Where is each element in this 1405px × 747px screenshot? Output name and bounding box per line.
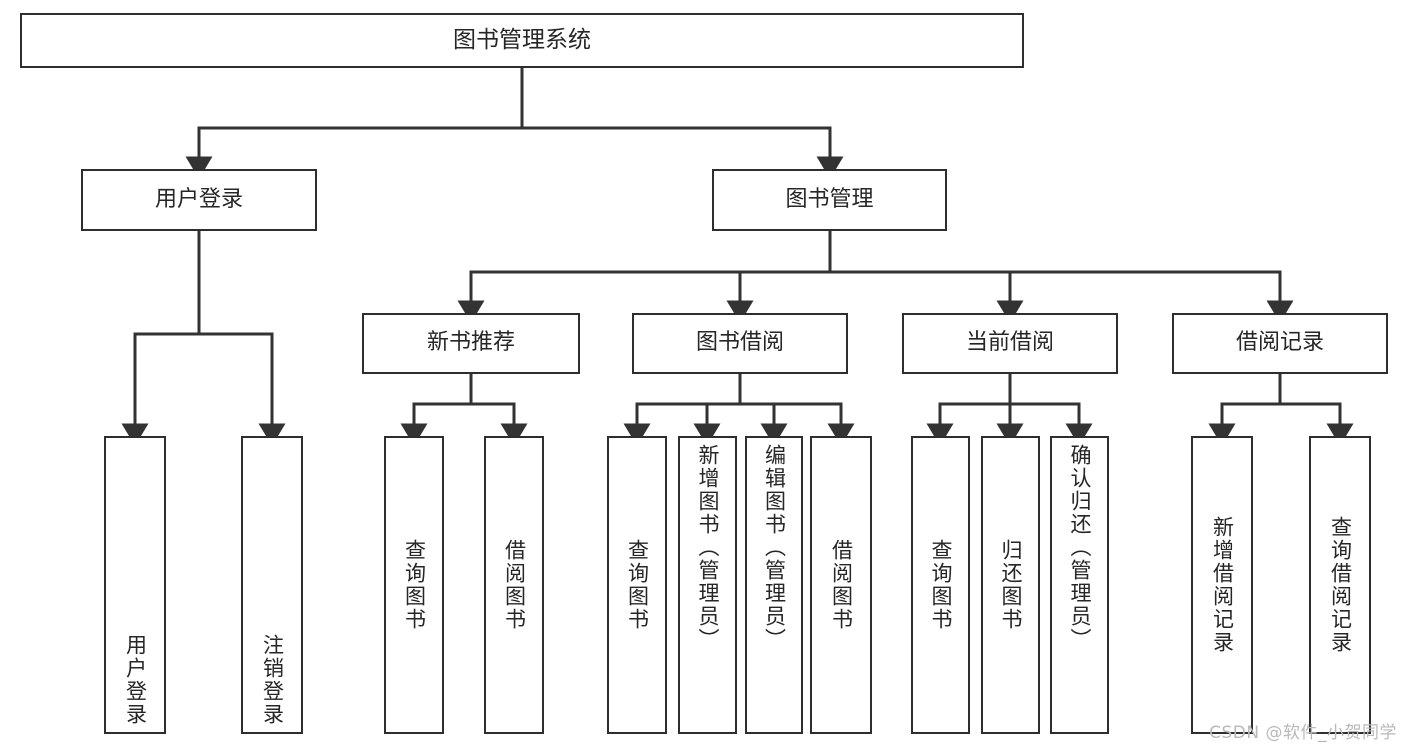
node-leaf-edit-book[interactable]: 编辑图书（管理员） [745,436,803,734]
node-book-borrow[interactable]: 图书借阅 [632,313,848,374]
node-leaf-add-book[interactable]: 新增图书（管理员） [678,436,737,734]
node-book-management[interactable]: 图书管理 [712,169,947,231]
node-leaf-borrow-book-borrow-label: 借阅图书 [829,539,854,631]
node-root-label: 图书管理系统 [453,26,591,53]
node-leaf-add-book-label: 新增图书（管理员） [696,444,720,651]
node-new-book-recommend[interactable]: 新书推荐 [362,313,580,374]
node-leaf-user-logout[interactable]: 注销登录 [241,436,303,734]
node-new-book-recommend-label: 新书推荐 [426,330,515,356]
node-book-borrow-label: 图书借阅 [695,330,784,356]
node-leaf-query-book-new-label: 查询图书 [402,539,427,631]
node-book-management-label: 图书管理 [785,186,874,212]
node-leaf-return-book[interactable]: 归还图书 [981,436,1040,734]
node-leaf-edit-book-label: 编辑图书（管理员） [762,444,787,651]
node-leaf-add-borrow-record-label: 新增借阅记录 [1210,516,1235,654]
node-leaf-user-login[interactable]: 用户登录 [104,436,166,734]
node-leaf-query-book-current-label: 查询图书 [929,539,953,631]
node-borrow-record[interactable]: 借阅记录 [1172,313,1388,374]
node-leaf-borrow-book-new-label: 借阅图书 [502,539,527,631]
node-root-book-management-system[interactable]: 图书管理系统 [20,13,1024,68]
node-current-borrow-label: 当前借阅 [965,330,1054,356]
node-leaf-query-book-borrow-label: 查询图书 [625,539,650,631]
node-leaf-query-book-borrow[interactable]: 查询图书 [607,436,667,734]
node-leaf-borrow-book-borrow[interactable]: 借阅图书 [810,436,872,734]
node-user-login[interactable]: 用户登录 [81,169,317,231]
node-leaf-confirm-return-label: 确认归还（管理员） [1068,444,1092,651]
node-leaf-borrow-book-new[interactable]: 借阅图书 [484,436,544,734]
node-leaf-user-logout-label: 注销登录 [260,634,285,726]
node-current-borrow[interactable]: 当前借阅 [902,313,1118,374]
node-leaf-query-book-new[interactable]: 查询图书 [384,436,444,734]
node-leaf-query-borrow-record[interactable]: 查询借阅记录 [1309,436,1371,734]
node-borrow-record-label: 借阅记录 [1235,330,1324,356]
node-user-login-label: 用户登录 [154,186,243,212]
node-leaf-confirm-return[interactable]: 确认归还（管理员） [1050,436,1109,734]
node-leaf-query-book-current[interactable]: 查询图书 [911,436,970,734]
node-leaf-user-login-label: 用户登录 [123,634,148,726]
node-leaf-return-book-label: 归还图书 [999,539,1023,631]
node-leaf-add-borrow-record[interactable]: 新增借阅记录 [1191,436,1253,734]
node-leaf-query-borrow-record-label: 查询借阅记录 [1328,516,1353,654]
